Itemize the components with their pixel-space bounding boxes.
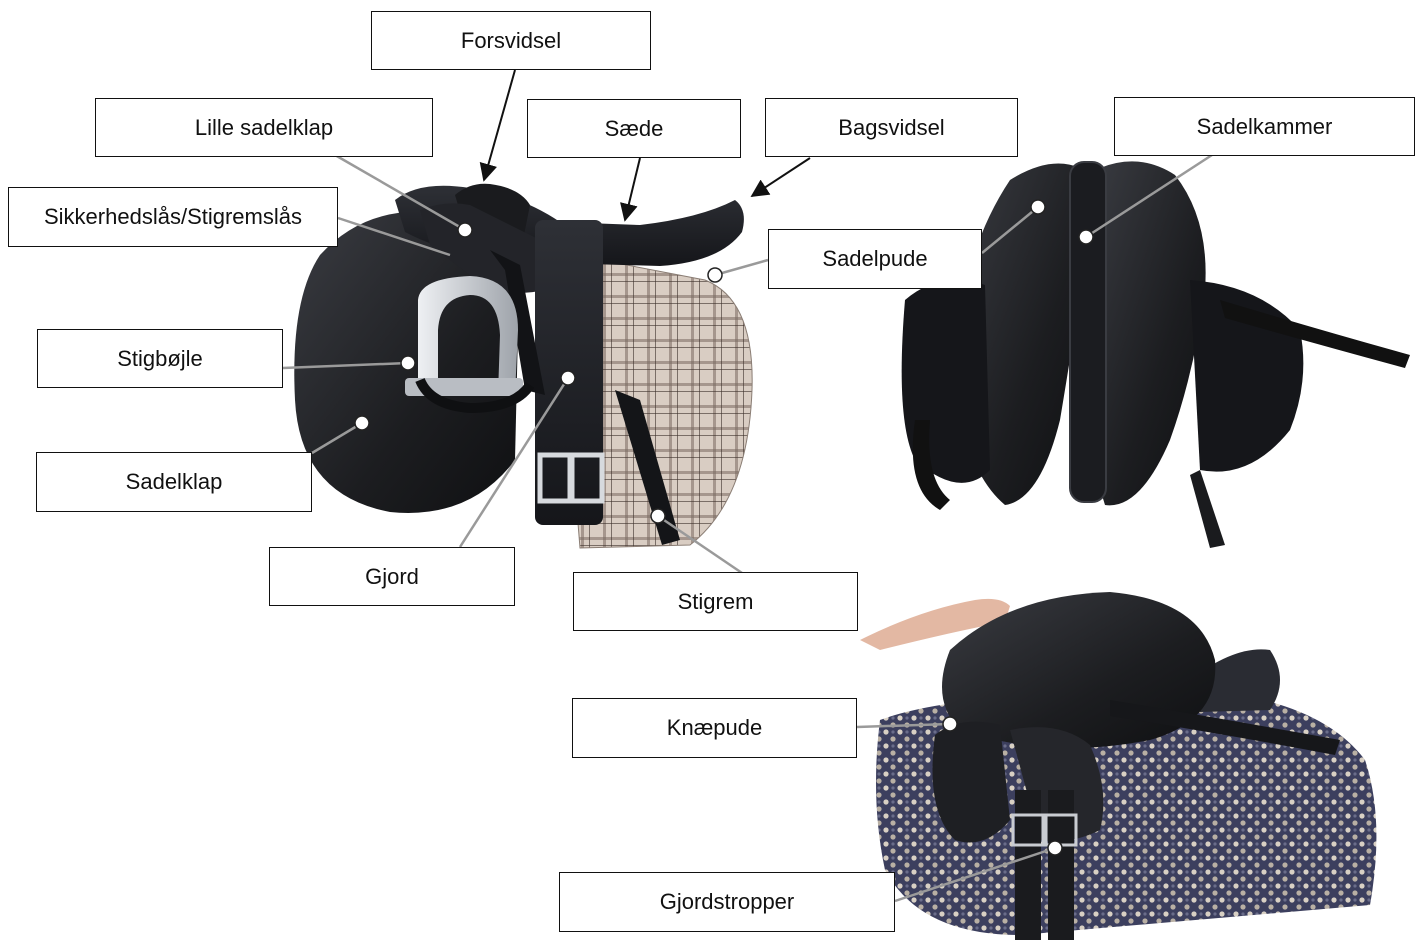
- arrow-17: [752, 158, 810, 196]
- gullet-channel: [1070, 162, 1106, 502]
- anchor-dot-26: [943, 717, 957, 731]
- label-gjordstropper: Gjordstropper: [559, 872, 895, 932]
- arrow-15: [484, 70, 515, 180]
- girth-strap-b: [1048, 790, 1074, 940]
- label-sadelkammer: Sadelkammer: [1114, 97, 1415, 156]
- label-sadelklap: Sadelklap: [36, 452, 312, 512]
- anchor-dot-20: [1031, 200, 1045, 214]
- anchor-dot-27: [1048, 841, 1062, 855]
- anchor-dot-24: [561, 371, 575, 385]
- label-gjord: Gjord: [269, 547, 515, 606]
- label-saede: Sæde: [527, 99, 741, 158]
- knee-roll: [933, 722, 1011, 843]
- strap-bottom-right: [1190, 470, 1225, 548]
- saddle-underside-view: [902, 161, 1410, 548]
- underside-panel-right: [1090, 161, 1206, 505]
- label-lille-sadelklap: Lille sadelklap: [95, 98, 433, 157]
- leader-line-6: [715, 260, 768, 275]
- label-knaepude: Knæpude: [572, 698, 857, 758]
- anchor-dot-19: [708, 268, 722, 282]
- label-stigrem: Stigrem: [573, 572, 858, 631]
- arrow-16: [625, 158, 640, 220]
- label-sadelpude: Sadelpude: [768, 229, 982, 289]
- label-sikkerhedslaas: Sikkerhedslås/Stigremslås: [8, 187, 338, 247]
- label-forsvidsel: Forsvidsel: [371, 11, 651, 70]
- label-bagsvidsel: Bagsvidsel: [765, 98, 1018, 157]
- girth-strap-a: [1015, 790, 1041, 940]
- anchor-dot-25: [651, 509, 665, 523]
- anchor-dot-18: [458, 223, 472, 237]
- anchor-dot-21: [1079, 230, 1093, 244]
- label-stigboejle: Stigbøjle: [37, 329, 283, 388]
- anchor-dot-22: [401, 356, 415, 370]
- anchor-dot-23: [355, 416, 369, 430]
